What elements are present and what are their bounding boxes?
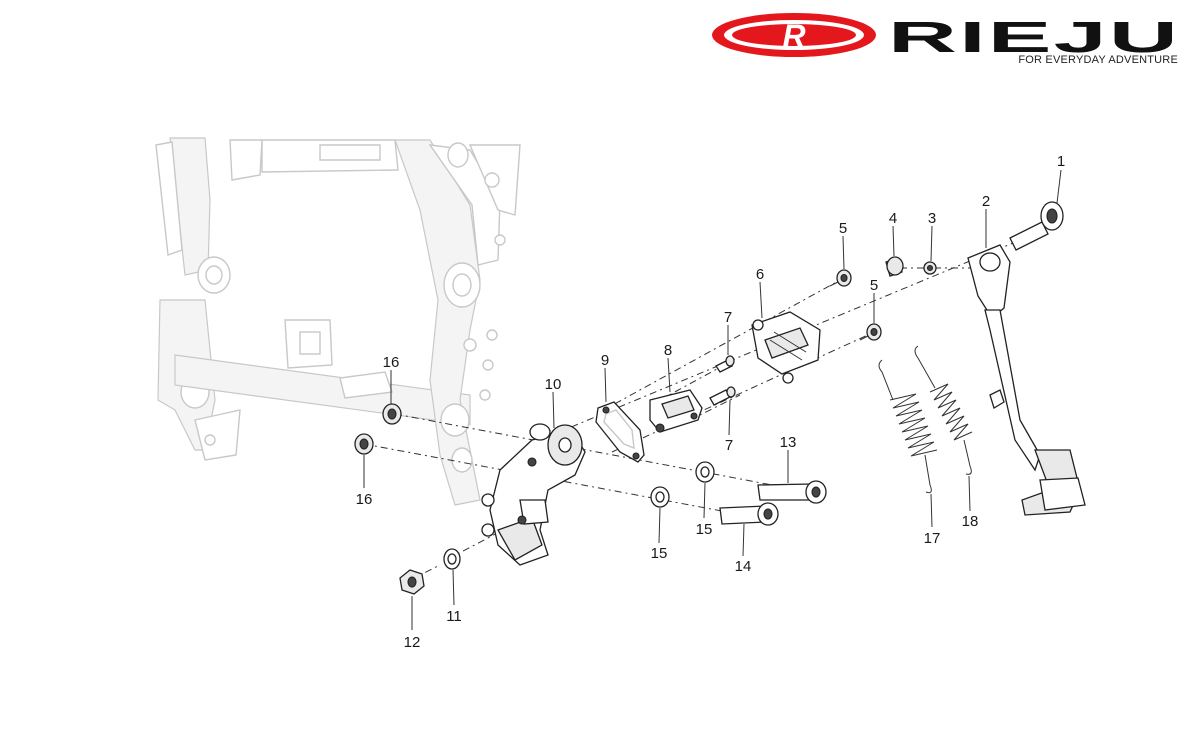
- callout-2: 2: [982, 193, 990, 210]
- part-16-bushing-upper: [382, 403, 402, 425]
- callout-17: 17: [924, 530, 941, 547]
- callout-14: 14: [735, 558, 752, 575]
- callout-5-lower: 5: [870, 277, 878, 294]
- part-1-pivot-bolt: [1009, 201, 1064, 251]
- brand-tagline: FOR EVERYDAY ADVENTURE: [1018, 54, 1178, 66]
- callout-13: 13: [780, 434, 797, 451]
- callout-8: 8: [664, 342, 672, 359]
- part-11-washer: [443, 548, 461, 570]
- callout-16-upper: 16: [383, 354, 400, 371]
- part-16-bushing-lower: [354, 433, 374, 455]
- assembly-centerlines: [363, 235, 1031, 581]
- rieju-emblem: R: [712, 13, 876, 57]
- part-5-washer-upper: [829, 269, 852, 287]
- callout-12: 12: [404, 634, 421, 651]
- callout-16-lower: 16: [356, 491, 373, 508]
- part-7-screw-lower: [709, 386, 736, 406]
- callout-15-right: 15: [696, 521, 713, 538]
- callout-4: 4: [889, 210, 897, 227]
- part-17-spring: [878, 359, 938, 494]
- part-12-nut: [399, 569, 425, 595]
- callout-15-left: 15: [651, 545, 668, 562]
- part-4-cap-nut: [885, 256, 904, 277]
- callout-5-upper: 5: [839, 220, 847, 237]
- part-14-bolt: [719, 502, 779, 526]
- callout-18: 18: [962, 513, 979, 530]
- part-18-spring: [914, 345, 973, 475]
- part-5-washer-lower: [859, 323, 882, 341]
- callout-1: 1: [1057, 153, 1065, 170]
- frame-section: [155, 137, 521, 506]
- callout-3: 3: [928, 210, 936, 227]
- part-13-bolt: [757, 480, 827, 504]
- callout-numbers: 1 2 3 4 5 5 6 7 7 8 9 10 11 12 13 14 15 …: [356, 153, 1066, 651]
- part-10-bracket: [481, 423, 586, 566]
- callout-7-upper: 7: [724, 309, 732, 326]
- brand-wordmark: RIEJU: [888, 13, 1180, 62]
- callout-leaders: [363, 169, 1062, 630]
- part-8-side-stand-switch: [649, 389, 703, 433]
- callout-9: 9: [601, 352, 609, 369]
- callout-10: 10: [545, 376, 562, 393]
- part-15-washer-left: [650, 486, 670, 508]
- part-3-nut: [923, 261, 937, 275]
- part-2-side-stand: [967, 244, 1086, 516]
- part-9-gasket-plate: [595, 401, 645, 463]
- emblem-letter: R: [782, 18, 805, 54]
- callout-6: 6: [756, 266, 764, 283]
- callout-11: 11: [446, 608, 462, 625]
- part-7-screw-upper: [715, 355, 735, 373]
- rieju-logo: R RIEJU FOR EVERYDAY ADVENTURE: [712, 13, 1180, 66]
- callout-7-lower: 7: [725, 437, 733, 454]
- part-15-washer-right: [695, 461, 715, 483]
- part-6-switch-cover: [751, 311, 821, 384]
